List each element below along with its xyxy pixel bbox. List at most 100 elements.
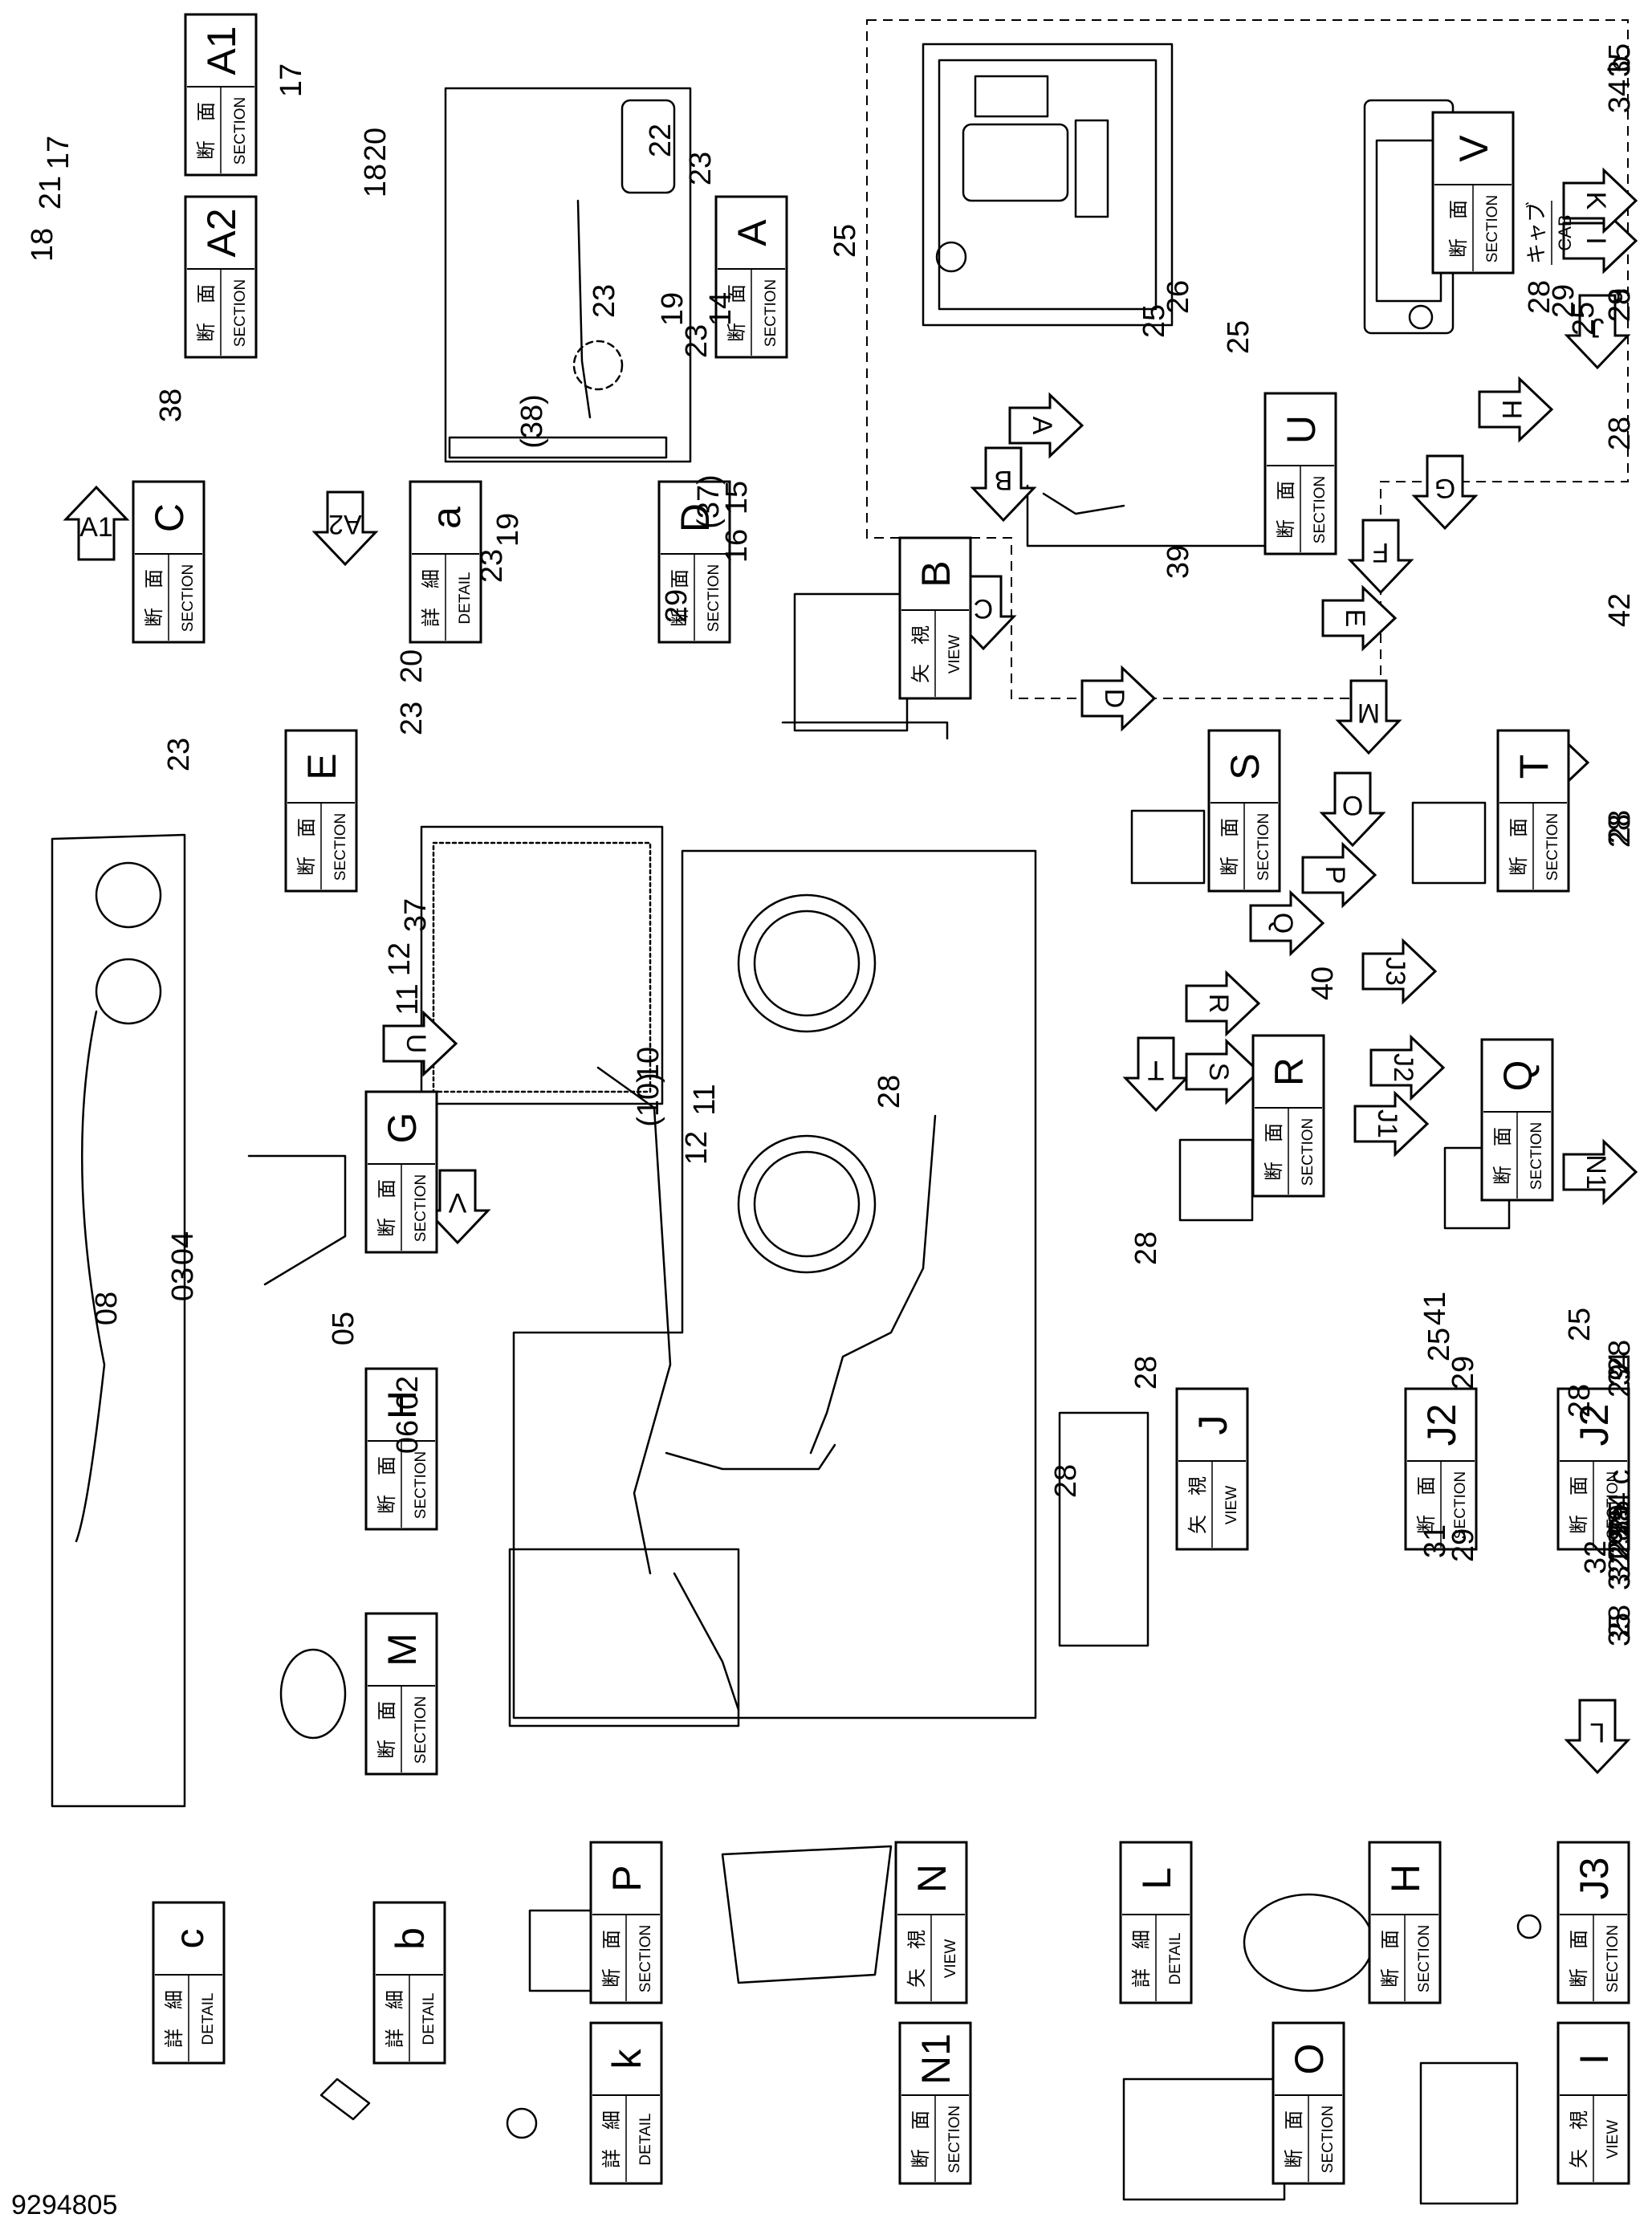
arrow-letter: D xyxy=(1099,689,1129,709)
view-n-part xyxy=(721,1845,893,1984)
console xyxy=(1074,119,1109,218)
harness-42 xyxy=(673,1572,740,1711)
cab-label-en: CAB xyxy=(1555,214,1575,250)
arrow-outline xyxy=(1185,970,1261,1037)
arrow-letter: E xyxy=(1340,609,1370,628)
callout-14: 14 xyxy=(704,292,738,326)
tag-kind-jp: 詳 細 xyxy=(420,569,442,627)
arrow-outline xyxy=(1478,376,1554,443)
arrow-outline xyxy=(1361,938,1438,1005)
tag-kind-en: SECTION xyxy=(637,1925,654,1992)
tag-kind-en: SECTION xyxy=(1544,813,1561,881)
arrow-outline xyxy=(1319,771,1386,848)
section-j3-part xyxy=(1516,1914,1542,1939)
tag-kind-jp: 断 面 xyxy=(1415,1476,1438,1534)
callout-05: 05 xyxy=(327,1312,360,1345)
tag-key: A xyxy=(730,219,775,246)
tag-kind-en: SECTION xyxy=(1605,1471,1621,1539)
callout-28: 28 xyxy=(1603,288,1637,322)
callout-25: 25 xyxy=(1137,304,1171,338)
tag-kind-en: SECTION xyxy=(180,564,197,632)
tag-key: a xyxy=(424,507,469,529)
callout-22: 22 xyxy=(644,124,677,157)
callout-p37p: (37) xyxy=(692,474,726,529)
arrow-letter: I xyxy=(1581,237,1611,244)
tag-kind-en: SECTION xyxy=(413,1696,429,1764)
callout-25: 25 xyxy=(828,224,862,258)
tag-kind-en: SECTION xyxy=(763,279,779,347)
tag-kind-jp: 断 面 xyxy=(195,102,218,160)
tag-key: R xyxy=(1267,1057,1312,1086)
arrow-letter: A2 xyxy=(328,509,362,539)
side-port-2 xyxy=(95,958,162,1025)
tag-kind-jp: 断 面 xyxy=(669,569,691,627)
arrow-T: T xyxy=(1122,1036,1190,1113)
arrow-letter: B xyxy=(995,465,1013,495)
cab-inner xyxy=(938,59,1158,311)
tag-kind-en: SECTION xyxy=(1320,2106,1337,2173)
tag-kind-en: VIEW xyxy=(1605,2120,1621,2159)
tag-kind-en: DETAIL xyxy=(1167,1932,1184,1984)
arrow-outline xyxy=(1353,1090,1430,1158)
section-p-part xyxy=(528,1909,596,1992)
engine-block xyxy=(508,1548,740,1727)
tag-kind-jp: 断 面 xyxy=(376,1179,398,1237)
tag-key: I xyxy=(1572,2053,1617,2065)
connector-ring xyxy=(1408,304,1434,330)
callout-35: 35 xyxy=(1603,1613,1637,1646)
callout-21: 21 xyxy=(34,176,67,210)
callout-c: c xyxy=(1603,1470,1637,1485)
tag-key: J2 xyxy=(1572,1404,1617,1447)
tag-key: N1 xyxy=(913,2033,958,2085)
tag-kind-jp: 断 面 xyxy=(143,569,165,627)
main-harness-40 xyxy=(809,1114,937,1455)
tag-key: H xyxy=(380,1390,425,1419)
tag-kind-en: VIEW xyxy=(942,1939,959,1979)
tag-kind-en: SECTION xyxy=(1416,1925,1433,1992)
tag-kind-jp: 断 面 xyxy=(295,818,318,876)
callout-38: 38 xyxy=(154,389,188,422)
callout-numbers: 1721181720183823202304030805020637121119… xyxy=(26,43,1637,1646)
callout-b: b xyxy=(1603,55,1637,72)
tag-kind-en: SECTION xyxy=(1605,1925,1621,1992)
arrow-J1: J1 xyxy=(1353,1090,1430,1158)
tag-key: P xyxy=(604,1865,649,1891)
tag-kind-jp: 矢 視 xyxy=(905,1930,928,1988)
tag-kind-en: SECTION xyxy=(332,813,349,881)
tag-kind-jp: 断 面 xyxy=(376,1456,398,1514)
tag-kind-jp: 断 面 xyxy=(1263,1123,1285,1181)
callout-28: 28 xyxy=(1129,1356,1163,1390)
arrow-outline xyxy=(1564,294,1631,370)
callout-12: 12 xyxy=(383,942,417,976)
callout-31: 31 xyxy=(1418,1524,1452,1558)
arrow-A1: A1 xyxy=(63,485,130,561)
arrow-outline xyxy=(1562,1138,1638,1206)
arrow-letter: R xyxy=(1203,994,1234,1014)
callout-23: 23 xyxy=(684,152,718,185)
callout-28: 28 xyxy=(1603,417,1637,450)
harness-link xyxy=(665,1443,836,1471)
callout-25: 25 xyxy=(1563,1308,1597,1341)
swing-bearing-lower-inner xyxy=(753,1150,861,1258)
arrow-J2: J2 xyxy=(1369,1034,1446,1101)
swing-bearing-upper xyxy=(737,893,877,1033)
arrow-V: V xyxy=(424,1169,491,1245)
callout-18: 18 xyxy=(359,164,393,197)
arrow-letter: C xyxy=(974,593,994,624)
callout-29: 29 xyxy=(1547,284,1581,318)
radiator-mesh xyxy=(432,841,652,1093)
section-h2-part xyxy=(1243,1893,1374,1992)
tag-kind-en: SECTION xyxy=(1300,1118,1316,1186)
arrow-F: F xyxy=(1347,519,1414,595)
detail-k-part xyxy=(506,2107,538,2139)
